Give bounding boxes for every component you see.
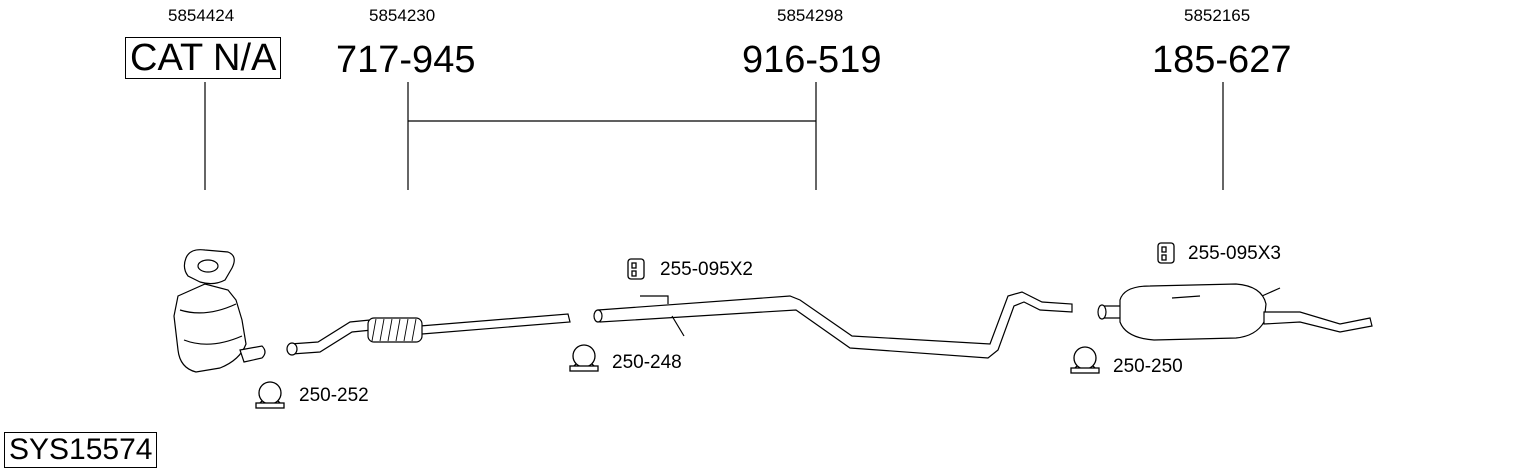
hanger-label-2: 255-095X3 (1188, 243, 1281, 264)
oe-number-916: 5854298 (777, 6, 844, 25)
oe-number-717: 5854230 (369, 6, 436, 25)
part-number-717-945: 717-945 (336, 39, 476, 81)
system-id: SYS15574 (4, 432, 158, 468)
catalytic-converter (173, 249, 266, 373)
middle-pipe (593, 291, 1073, 359)
oe-number-cat: 5854424 (168, 6, 235, 25)
clamp-label-1: 250-252 (299, 385, 369, 406)
part-number-cat: CAT N/A (125, 37, 282, 79)
part-number-185-627: 185-627 (1152, 39, 1292, 81)
rubber-hanger-icon-2 (1157, 242, 1175, 264)
clamp-icon-3 (1070, 346, 1100, 374)
clamp-icon-1 (255, 381, 285, 409)
oe-number-185: 5852165 (1184, 6, 1251, 25)
hanger-label-1: 255-095X2 (660, 259, 753, 280)
front-pipe (286, 313, 571, 356)
rubber-hanger-icon-1 (627, 258, 645, 280)
part-number-916-519: 916-519 (742, 39, 882, 81)
clamp-label-2: 250-248 (612, 352, 682, 373)
rear-silencer (1097, 283, 1373, 341)
clamp-label-3: 250-250 (1113, 356, 1183, 377)
clamp-icon-2 (569, 344, 599, 372)
